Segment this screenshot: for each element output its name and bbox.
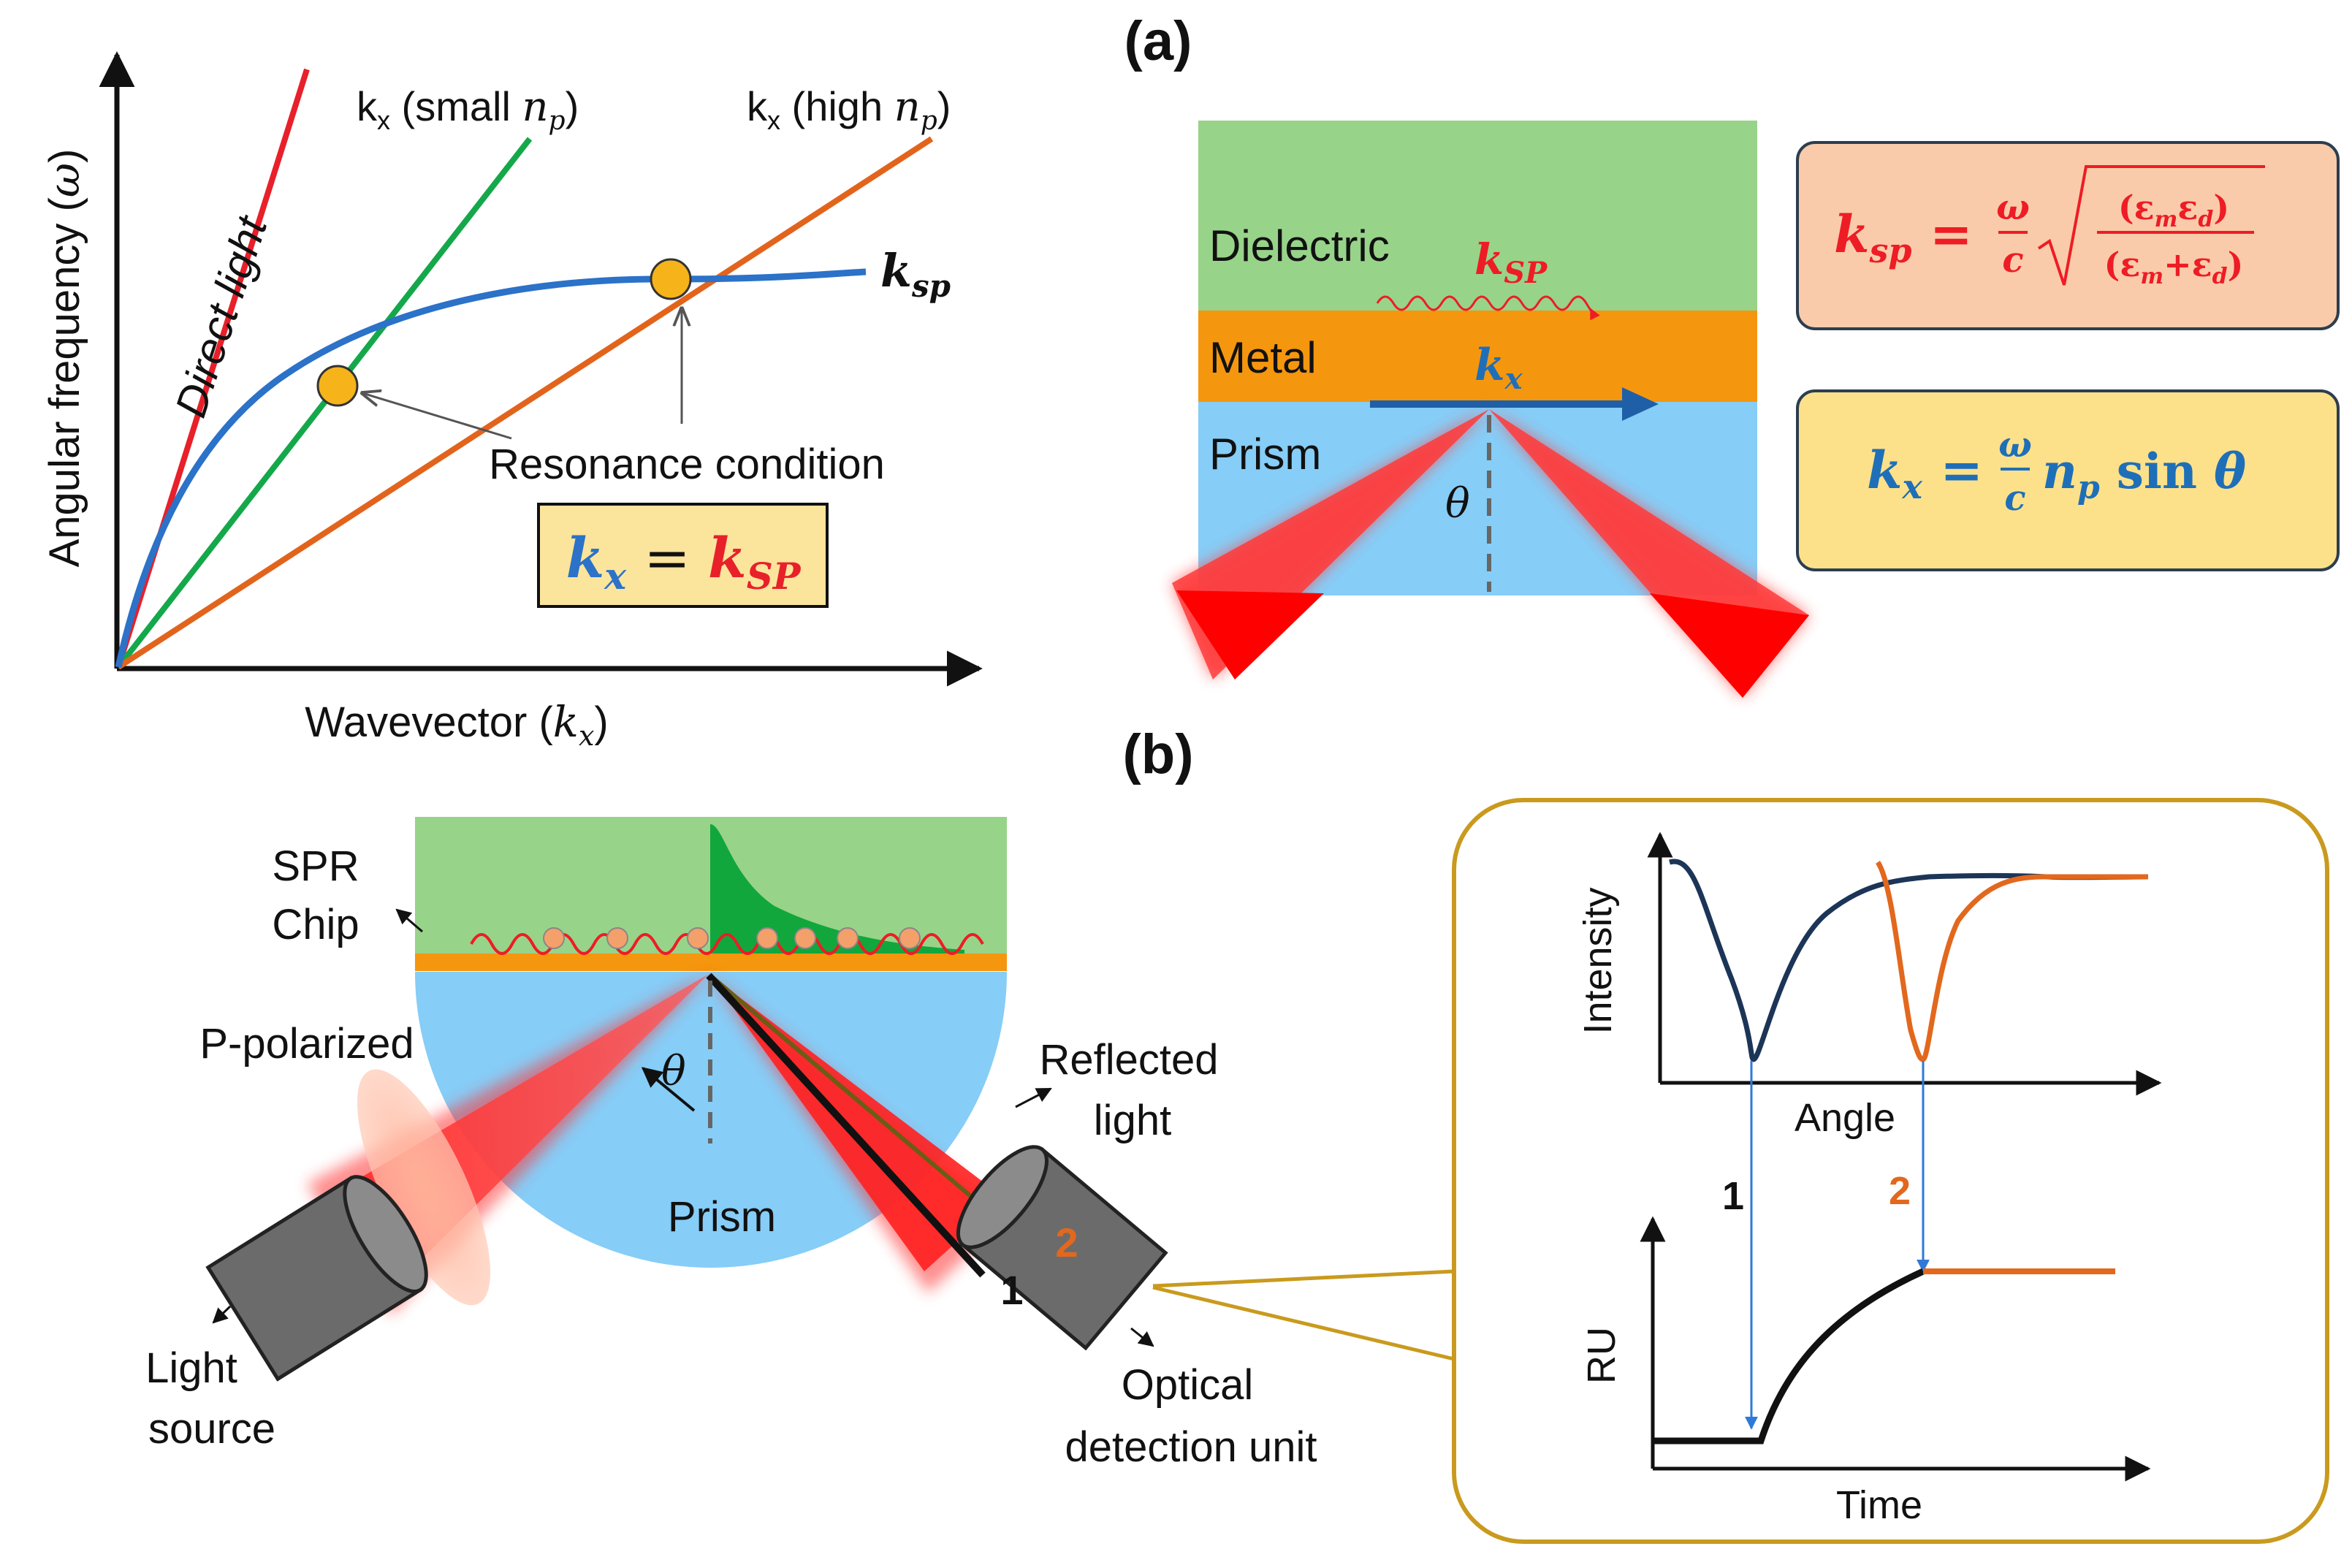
spr-chip-pointer bbox=[395, 908, 423, 933]
resonance-equation-box bbox=[537, 503, 829, 608]
detector-pointer bbox=[1130, 1327, 1154, 1347]
inset-frame bbox=[1452, 798, 2329, 1544]
prism-label: Prism bbox=[1209, 430, 1321, 479]
light-source-label-line-1: Light bbox=[145, 1344, 237, 1392]
reflected-beam bbox=[709, 974, 1005, 1271]
sensorgram-inset: Intensity Angle RU Time 1 2 bbox=[1452, 798, 2329, 1544]
callout-line-lower bbox=[1152, 1285, 1455, 1361]
light-source-aperture bbox=[343, 1175, 428, 1293]
analyte-particle bbox=[687, 927, 709, 949]
time-axis-label: Time bbox=[1836, 1483, 1922, 1527]
reflected-ray-2 bbox=[709, 973, 999, 1221]
inset-label-2: 2 bbox=[1889, 1169, 1911, 1213]
optical-detection-label-line-2: detection unit bbox=[1065, 1423, 1317, 1471]
resonance-condition-label: Resonance condition bbox=[489, 441, 885, 488]
reflected-light-label-line-2: light bbox=[1094, 1097, 1171, 1144]
ksp-curve bbox=[115, 268, 867, 668]
intensity-axis-label: Intensity bbox=[1576, 887, 1620, 1034]
ksp-formula-omega: ω bbox=[1996, 187, 2030, 228]
reflected-beam-base bbox=[1650, 593, 1809, 698]
ksp-formula-sqrt bbox=[2037, 165, 2265, 286]
p-polarized-label: P-polarized bbox=[199, 1020, 414, 1067]
gold-film bbox=[415, 954, 1007, 971]
ksp-formula-numerator: (εmεd) bbox=[2118, 188, 2229, 232]
resonance-arrow-1 bbox=[362, 393, 512, 440]
incident-beam-base bbox=[1176, 590, 1324, 680]
kx-formula-rhs: np sin θ bbox=[2042, 443, 2246, 506]
theta-label: θ bbox=[661, 1048, 686, 1095]
resonance-curve-2 bbox=[1875, 861, 2148, 1062]
detector-housing bbox=[956, 1145, 1168, 1351]
metal-label: Metal bbox=[1209, 333, 1317, 382]
reflected-light-pointer bbox=[1015, 1087, 1052, 1108]
spr-chip-label-line-1: SPR bbox=[272, 842, 359, 890]
analyte-particle bbox=[899, 927, 921, 949]
dielectric-layer bbox=[1198, 121, 1757, 311]
kx-arrow-head bbox=[1622, 387, 1659, 421]
x-axis-label: Wavevector (kx) bbox=[305, 697, 608, 752]
panel-a-label: (a) bbox=[1124, 10, 1192, 72]
kx-small-np-label: kx (small np) bbox=[357, 83, 579, 136]
analyte-particle bbox=[837, 927, 859, 949]
reflected-light-label-line-1: Reflected bbox=[1039, 1036, 1218, 1084]
analyte-particle bbox=[543, 927, 565, 949]
kx-label: kx bbox=[1474, 340, 1523, 396]
light-source-housing bbox=[205, 1175, 428, 1382]
ksp-formula-lhs: ksp = bbox=[1834, 204, 1973, 270]
inset-label-1: 1 bbox=[1722, 1174, 1744, 1218]
panel-a-diagram: Dielectric Metal Prism kSP kx θ bbox=[1172, 121, 1809, 698]
panel-b-diagram: SPR Chip P-polarized Reflected light Pri… bbox=[145, 817, 1455, 1471]
analyte-particle bbox=[606, 927, 628, 949]
prism-label: Prism bbox=[668, 1193, 776, 1241]
angle-axis-label: Angle bbox=[1795, 1096, 1895, 1140]
kx-formula-lhs: kx = bbox=[1867, 440, 1983, 506]
metal-layer bbox=[1198, 311, 1757, 402]
beam-1-label: 1 bbox=[1000, 1267, 1023, 1313]
analyte-particle bbox=[756, 927, 778, 949]
callout-line-upper bbox=[1152, 1269, 1455, 1288]
spr-chip-label-line-2: Chip bbox=[272, 901, 359, 948]
ru-axis-label: RU bbox=[1580, 1327, 1624, 1384]
theta-arrow bbox=[641, 1067, 696, 1112]
resonance-marker-2 bbox=[650, 258, 692, 300]
kx-formula-c: c bbox=[2004, 478, 2025, 519]
panel-b-label: (b) bbox=[1122, 723, 1193, 785]
resonance-equation: kx = kSP bbox=[566, 525, 802, 598]
light-source-label-line-2: source bbox=[148, 1405, 275, 1453]
dielectric-label: Dielectric bbox=[1209, 221, 1390, 270]
dispersion-plot: Resonance condition kx = kSP Direct ligh… bbox=[39, 51, 983, 752]
beam-2-label: 2 bbox=[1055, 1219, 1078, 1266]
y-axis-label: Angular frequency (ω) bbox=[39, 149, 89, 568]
ksp-formula-background bbox=[1796, 141, 2340, 330]
resonance-marker-1 bbox=[316, 365, 359, 407]
optical-detection-label-line-1: Optical bbox=[1122, 1361, 1254, 1409]
kx-small-np-line bbox=[115, 137, 533, 669]
kx-formula-background bbox=[1796, 389, 2340, 571]
polarizer bbox=[357, 1069, 491, 1306]
theta-label: θ bbox=[1445, 480, 1470, 528]
kx-high-np-label: kx (high np) bbox=[747, 83, 951, 136]
ksp-formula-c: c bbox=[2002, 240, 2023, 281]
kx-formula-omega: ω bbox=[1998, 425, 2032, 465]
kx-high-np-line bbox=[116, 136, 934, 670]
ksp-wave-label: kSP bbox=[1474, 235, 1548, 290]
surface-plasmon-wave bbox=[1376, 295, 1600, 321]
ksp-formula-denominator: (εm+εd) bbox=[2104, 245, 2244, 289]
kx-formula-box: kx = ω c np sin θ bbox=[1796, 389, 2340, 571]
ksp-formula-box: ksp = ω c (εmεd) (εm+εd) bbox=[1796, 141, 2340, 330]
ksp-label: ksp bbox=[880, 244, 951, 304]
sensorgram-binding-curve bbox=[1653, 1268, 1925, 1445]
detector-aperture bbox=[956, 1145, 1048, 1249]
analyte-particle bbox=[794, 927, 816, 949]
light-source-pointer bbox=[212, 1305, 232, 1324]
reflected-ray-1 bbox=[706, 973, 986, 1278]
evanescent-field bbox=[710, 824, 964, 954]
